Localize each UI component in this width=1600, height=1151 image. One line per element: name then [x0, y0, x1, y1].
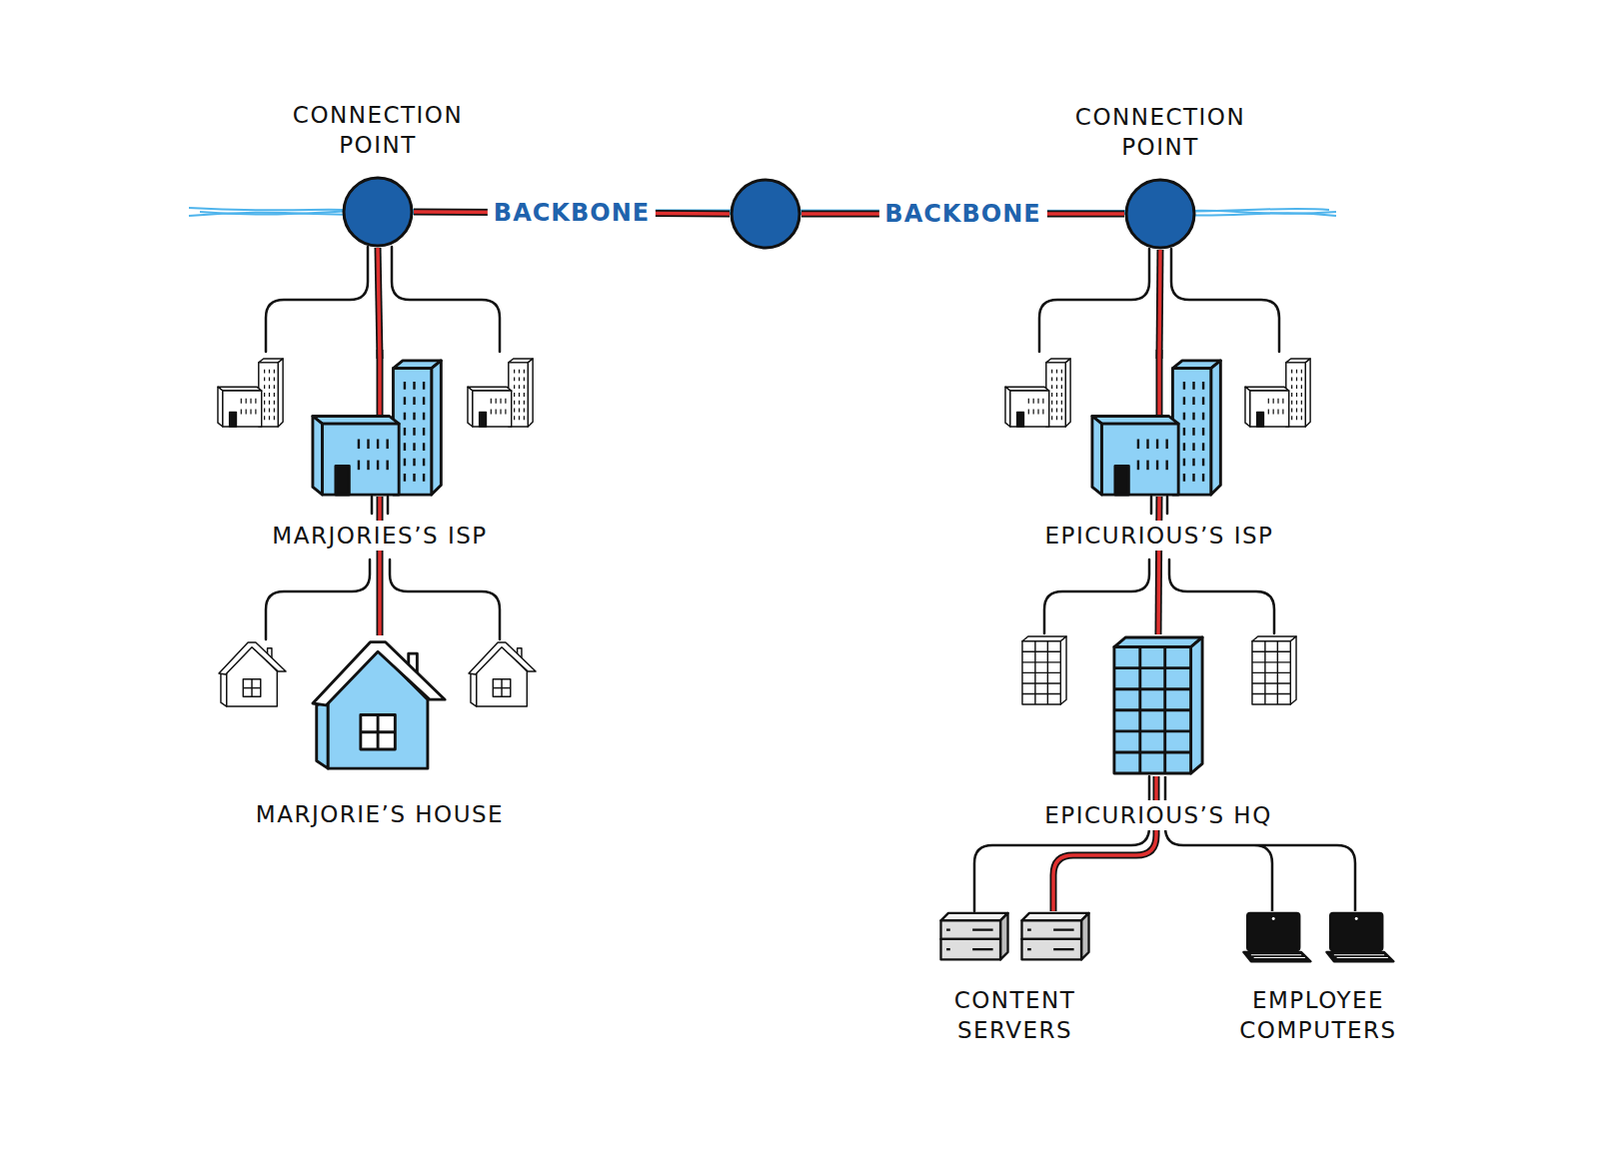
node-label: CONTENT SERVERS — [950, 985, 1081, 1046]
connector-stroke — [1053, 776, 1157, 912]
circle-outline — [343, 177, 412, 246]
connector-stroke — [1158, 496, 1160, 635]
server-icon — [940, 913, 1008, 961]
headquarters: EPICURIOUS’S HQ — [1112, 634, 1205, 777]
node-label: EMPLOYEE COMPUTERS — [1235, 985, 1401, 1046]
small-building — [467, 358, 533, 427]
network-link — [1159, 249, 1161, 359]
content-servers: CONTENT SERVERS — [938, 911, 1092, 966]
connector-stroke — [376, 496, 384, 636]
network-link — [379, 496, 381, 636]
connection-point: CONNECTION POINT — [1124, 177, 1197, 250]
circle-outline — [731, 179, 800, 248]
network-link — [377, 247, 380, 359]
small-house — [218, 642, 286, 707]
node-label: CONNECTION POINT — [288, 99, 467, 160]
network-wire — [1165, 776, 1356, 912]
house-icon — [312, 642, 445, 770]
server-icon — [1021, 913, 1089, 961]
connector-stroke — [1159, 249, 1161, 359]
network-link — [1053, 776, 1157, 912]
isp-building: EPICURIOUS’S ISP — [1089, 358, 1230, 497]
connector-stroke — [1159, 249, 1161, 359]
small-building — [1005, 358, 1071, 427]
laptop-icon — [1326, 913, 1394, 962]
circle-outline — [1126, 179, 1195, 248]
backbone-node — [729, 177, 802, 250]
node-label: EPICURIOUS’S HQ — [1040, 800, 1277, 831]
connector-stroke — [1053, 776, 1157, 912]
small-house — [468, 642, 536, 707]
small-office — [1252, 636, 1297, 705]
connector-stroke — [377, 247, 380, 359]
connector-stroke — [377, 247, 380, 359]
small-building — [217, 358, 283, 427]
small-building — [1245, 358, 1311, 427]
link-label: BACKBONE — [878, 198, 1047, 229]
isp-building-icon — [312, 360, 441, 495]
laptop-icon — [1243, 913, 1311, 962]
node-circle — [1124, 177, 1197, 250]
node-circle — [341, 175, 414, 248]
link-label: BACKBONE — [487, 197, 656, 228]
node-label: EPICURIOUS’S ISP — [1041, 520, 1279, 551]
isp-building-icon — [1092, 360, 1221, 495]
connector-stroke — [377, 496, 382, 636]
employee-computers: EMPLOYEE COMPUTERS — [1239, 911, 1398, 966]
connector-stroke — [1158, 496, 1160, 635]
isp-building: MARJORIES’S ISP — [310, 358, 449, 497]
node-label: CONNECTION POINT — [1071, 101, 1250, 162]
hq-tower-icon — [1114, 637, 1203, 774]
connection-point: CONNECTION POINT — [341, 175, 414, 248]
node-circle — [729, 177, 802, 250]
connector-stroke — [1165, 776, 1356, 912]
node-label: MARJORIE’S HOUSE — [251, 799, 508, 830]
small-office — [1022, 636, 1067, 705]
house: MARJORIE’S HOUSE — [310, 635, 449, 772]
node-label: MARJORIES’S ISP — [267, 520, 491, 551]
network-link — [1158, 496, 1160, 635]
